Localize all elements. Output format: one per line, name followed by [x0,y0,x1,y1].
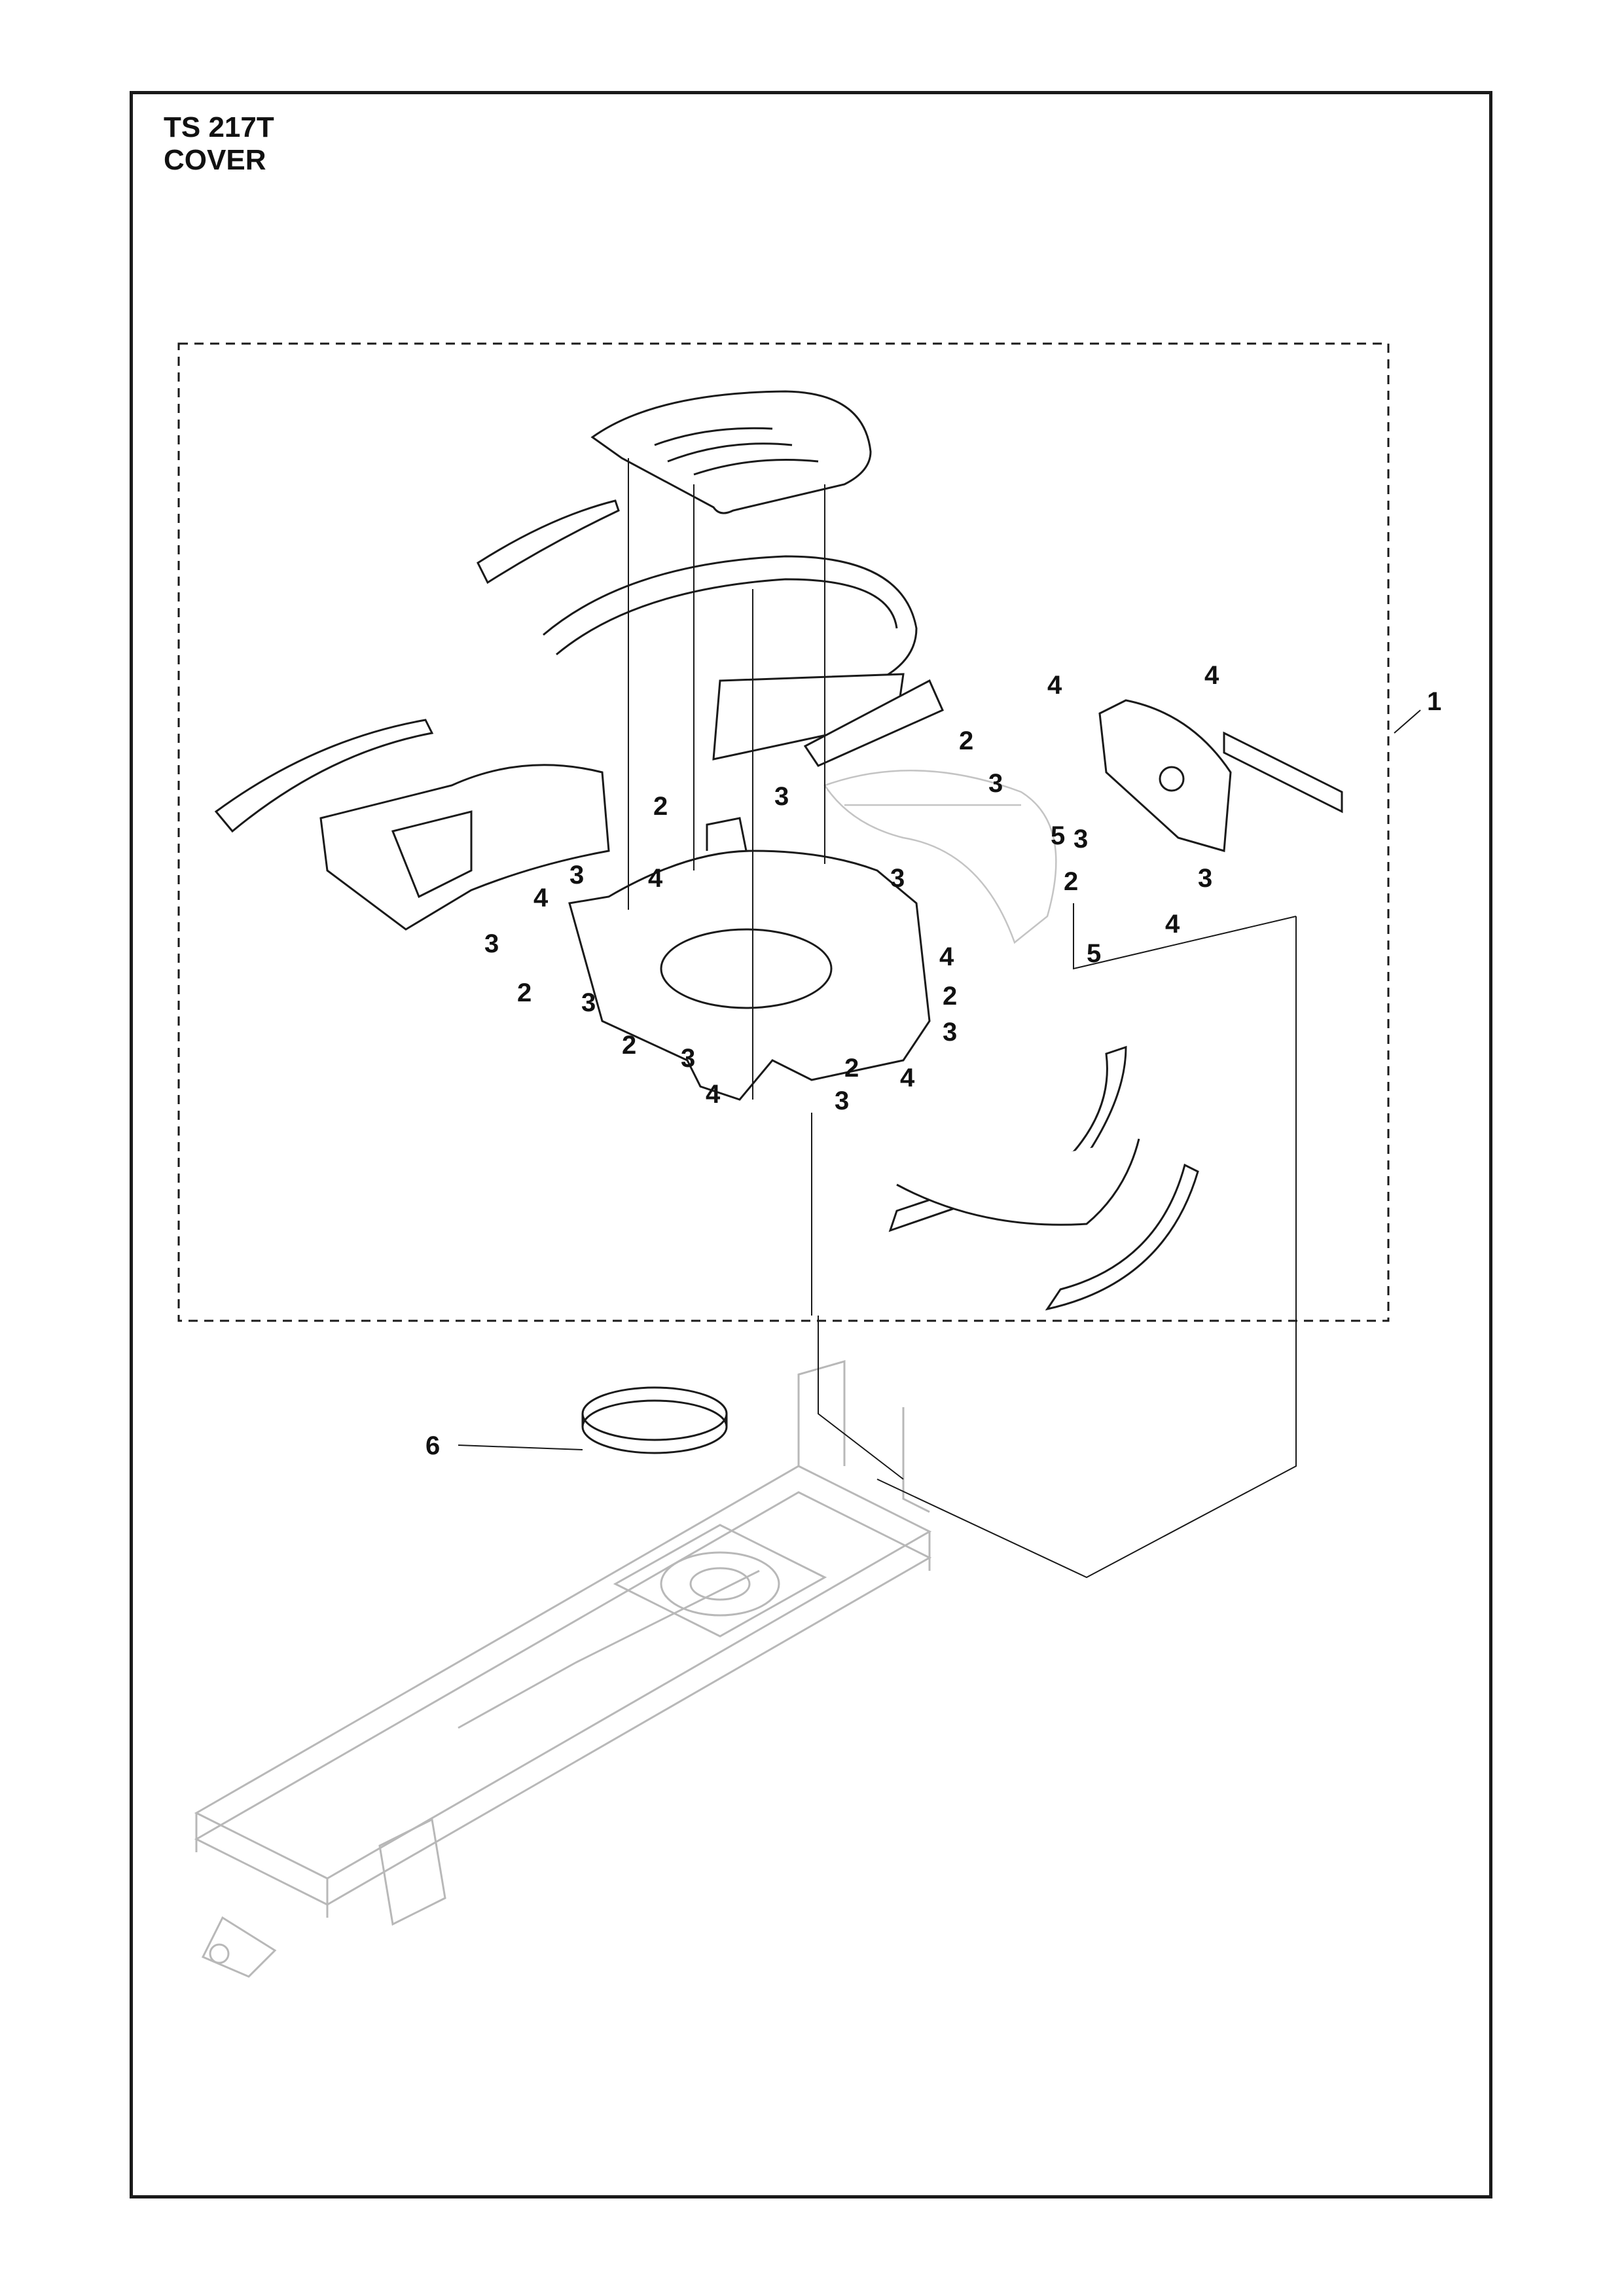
right-rear-panel [1098,699,1343,852]
callout-2: 2 [844,1054,859,1083]
ring-part [581,1386,728,1454]
callout-4: 4 [706,1080,721,1109]
callout-4: 4 [533,884,549,912]
center-body-pan [568,817,931,1101]
callout-2: 2 [1064,867,1078,896]
callout-4: 4 [900,1064,915,1092]
callout-1: 1 [1427,687,1441,716]
callout-3: 3 [988,769,1003,798]
leader-6 [458,1444,583,1450]
callout-2: 2 [517,978,532,1007]
top-cover-plate [590,390,872,514]
callout-3: 3 [890,864,905,893]
callout-3: 3 [774,782,789,811]
callout-3: 3 [681,1044,695,1073]
callout-4: 4 [648,864,663,893]
chassis-frame [194,1360,932,1978]
callout-3: 3 [1198,864,1212,893]
callout-2: 2 [622,1031,636,1060]
callout-4: 4 [939,942,954,971]
front-panels [712,673,944,767]
callout-3: 3 [1074,825,1088,853]
assembly-boundary [177,342,1390,1322]
page-title: TS 217T COVER [164,111,274,177]
leader-1 [1394,709,1421,734]
page-border [130,91,1492,2198]
left-side-fender [214,719,610,931]
model-label: TS 217T [164,111,274,143]
callout-2: 2 [943,982,957,1011]
callout-5: 5 [1087,939,1101,968]
callout-6: 6 [425,1431,440,1460]
callout-5: 5 [1051,821,1065,850]
alignment-lines [628,458,1297,1579]
callout-4: 4 [1165,910,1180,939]
callout-3: 3 [581,988,596,1017]
left-trim-strip [477,499,620,584]
ghost-rear-assembly [823,770,1057,944]
callout-2: 2 [653,792,668,821]
callout-2: 2 [959,726,973,755]
callout-3: 3 [484,929,499,958]
callout-4: 4 [1047,671,1062,700]
fender-ring-surround [543,555,918,682]
callout-4: 4 [1204,661,1219,690]
front-hood [888,1045,1199,1311]
callout-3: 3 [835,1086,849,1115]
callout-3: 3 [943,1018,957,1047]
callout-3: 3 [569,861,584,889]
section-label: COVER [164,144,266,176]
